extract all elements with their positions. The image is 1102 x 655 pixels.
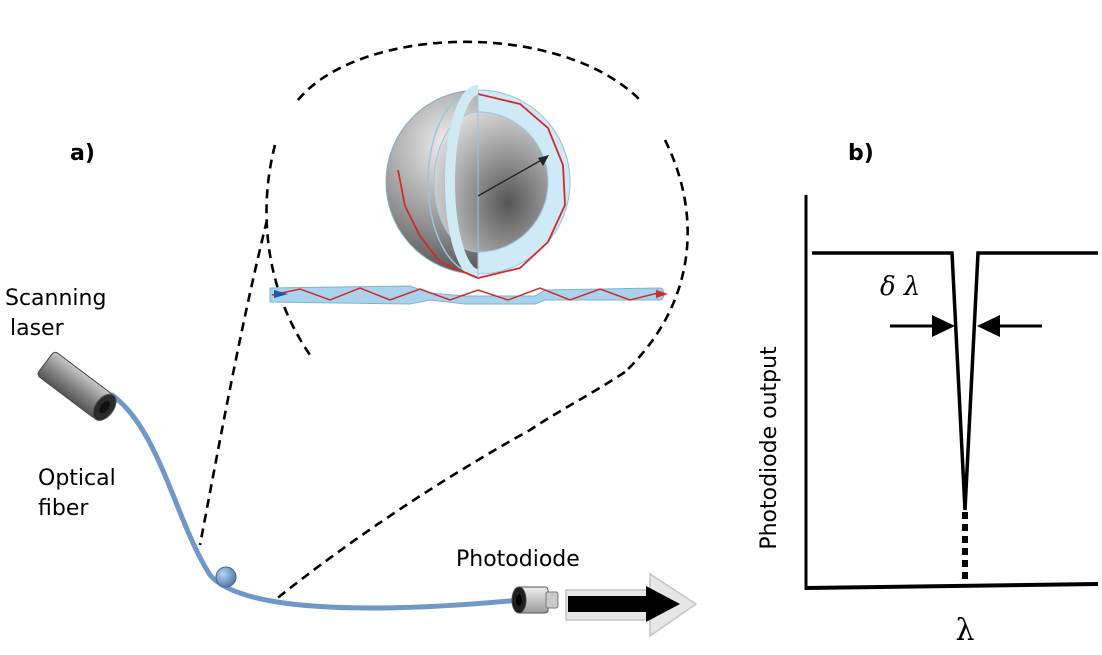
panel-b-label: b) — [848, 141, 874, 166]
fiber-label-line1: Optical — [38, 466, 116, 491]
scanning-laser-icon — [37, 351, 117, 421]
linewidth-arrows — [890, 315, 1042, 337]
laser-label-line2: laser — [10, 316, 65, 341]
photodiode-label: Photodiode — [456, 547, 580, 572]
transmission-plot: δ λ λ Photodiode output — [757, 195, 1099, 648]
optical-fiber — [109, 392, 523, 611]
panel-a-label: a) — [70, 141, 95, 166]
whispering-gallery-path — [397, 93, 566, 279]
fiber-label-line2: fiber — [38, 496, 89, 521]
y-axis-label: Photodiode output — [757, 346, 782, 550]
laser-label-line1: Scanning — [5, 286, 106, 311]
fiber-light-path — [271, 287, 663, 301]
x-axis-label: λ — [955, 613, 974, 648]
output-arrow-icon — [565, 572, 698, 638]
linewidth-label: δ λ — [880, 272, 920, 302]
microsphere-on-fiber — [215, 566, 237, 588]
photodiode-icon — [511, 586, 559, 614]
magnification-outline — [198, 40, 689, 602]
transmission-curve — [812, 251, 1098, 511]
resonator-zoom — [269, 85, 668, 305]
tapered-fiber — [269, 285, 665, 305]
x-axis — [805, 582, 1099, 590]
